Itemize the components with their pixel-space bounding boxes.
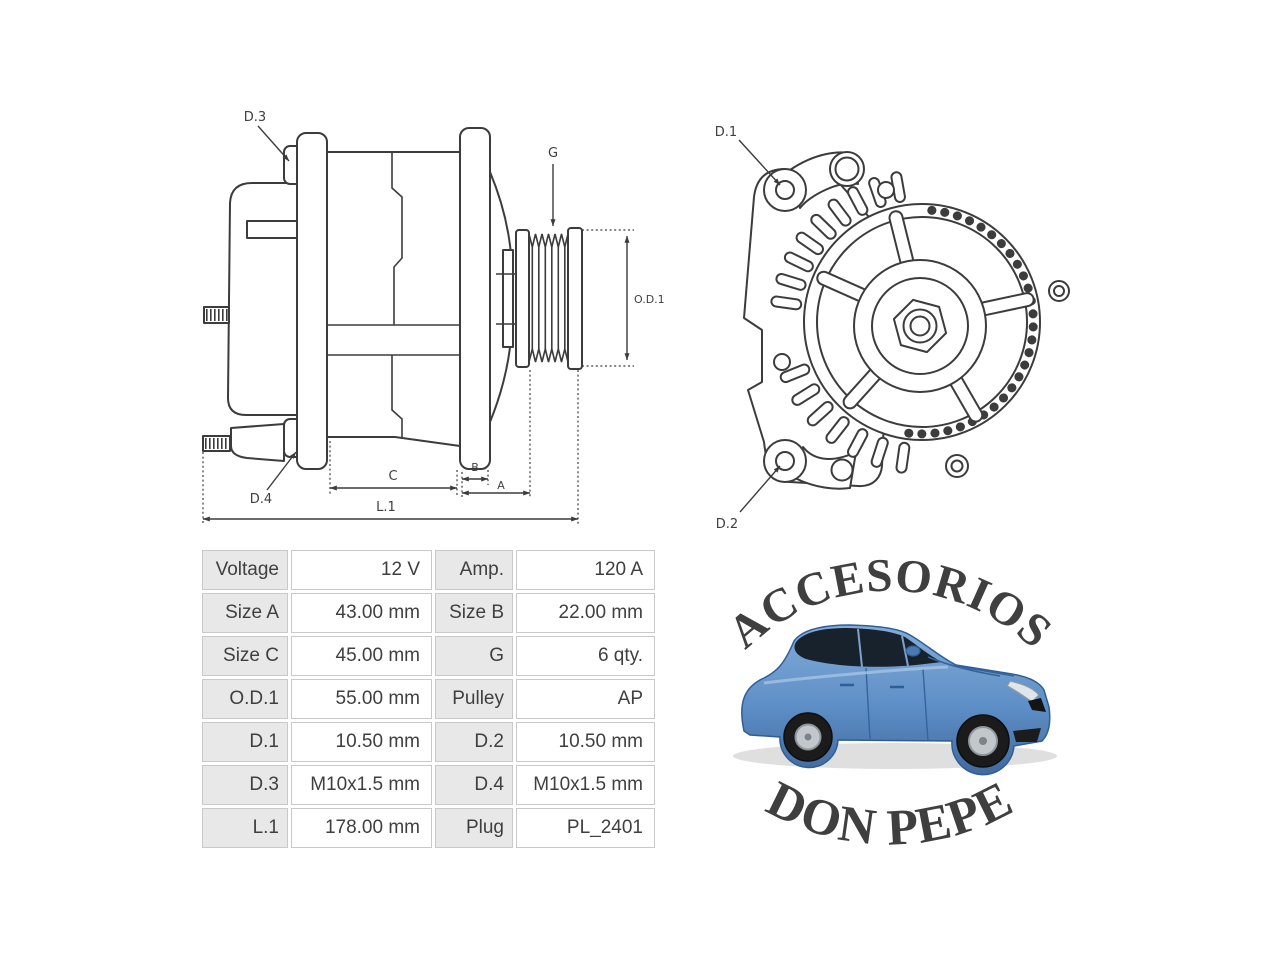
spec-value-cell: AP	[516, 679, 655, 719]
front-bracket	[296, 132, 328, 470]
alternator-side-view-diagram: G O.D.1 D.3 D.4 C B A L.1	[202, 110, 665, 524]
dim-label-a: A	[497, 479, 505, 492]
shoulder-highlight	[763, 665, 949, 685]
spec-value-cell: 22.00 mm	[516, 593, 655, 633]
dimension-od1: O.D.1	[582, 229, 665, 367]
spec-label-cell: Size A	[202, 593, 288, 633]
spec-value-cell: 12 V	[291, 550, 432, 590]
spec-table: Voltage 12 V Amp. 120 A Size A 43.00 mm …	[202, 550, 655, 848]
rib-beads	[894, 205, 1038, 439]
spec-label-cell: L.1	[202, 808, 288, 848]
dimension-g: G	[548, 146, 558, 227]
spec-value-cell: 10.50 mm	[291, 722, 432, 762]
dim-label-od1: O.D.1	[634, 293, 665, 306]
brand-arc-bottom-text: DON PEPE	[758, 771, 1021, 857]
car-photo	[733, 624, 1057, 776]
spec-value-cell: 55.00 mm	[291, 679, 432, 719]
spec-value-cell: PL_2401	[516, 808, 655, 848]
spec-label-cell: D.4	[435, 765, 513, 805]
side-mirror	[905, 645, 921, 657]
brand-arc-bottom: DON PEPE	[758, 771, 1022, 857]
rear-bracket	[459, 127, 491, 470]
spec-label-cell: Pulley	[435, 679, 513, 719]
spec-label-cell: G	[435, 636, 513, 676]
dim-label-c: C	[388, 469, 397, 484]
spec-label-cell: D.1	[202, 722, 288, 762]
brand-logo: ACCESORIOS DON PEPE	[719, 549, 1061, 857]
alternator-front-view-diagram: D.1 D.2	[715, 125, 1070, 532]
hood-creases	[927, 656, 1015, 677]
spec-label-cell: Voltage	[202, 550, 288, 590]
spec-value-cell: M10x1.5 mm	[291, 765, 432, 805]
drive-end-face	[816, 210, 1035, 423]
spec-value-cell: 45.00 mm	[291, 636, 432, 676]
vent-slots-upper	[770, 171, 906, 311]
car-pillars	[857, 628, 909, 668]
bottom-dimensions: C B A L.1	[202, 370, 579, 524]
vent-slots-lower	[779, 363, 911, 474]
rear-cover	[202, 182, 301, 462]
terminal-stud	[203, 306, 230, 324]
spec-label-cell: Size B	[435, 593, 513, 633]
dim-label-d4: D.4	[250, 492, 272, 507]
dim-label-d2: D.2	[716, 517, 738, 532]
dimension-d4: D.4	[250, 451, 297, 507]
spec-label-cell: Amp.	[435, 550, 513, 590]
car-glass	[794, 628, 942, 667]
door-handles	[840, 683, 904, 689]
dimension-d2: D.2	[716, 465, 781, 532]
spec-label-cell: D.3	[202, 765, 288, 805]
dim-label-b: B	[471, 461, 479, 474]
spec-value-cell: 178.00 mm	[291, 808, 432, 848]
dim-label-d1: D.1	[715, 125, 737, 140]
bumper-intake	[1013, 728, 1041, 742]
dimension-d1: D.1	[715, 125, 781, 186]
dimension-d3: D.3	[244, 110, 290, 162]
spec-label-cell: Plug	[435, 808, 513, 848]
dim-label-g: G	[548, 146, 558, 161]
spec-value-cell: 6 qty.	[516, 636, 655, 676]
shaft	[502, 249, 514, 348]
dim-label-l1: L.1	[376, 500, 396, 515]
spec-value-cell: 10.50 mm	[516, 722, 655, 762]
grille	[1028, 698, 1046, 712]
alternator-body	[296, 127, 520, 470]
spec-label-cell: O.D.1	[202, 679, 288, 719]
connector-boss	[230, 423, 285, 462]
spec-value-cell: 120 A	[516, 550, 655, 590]
pulley	[515, 227, 583, 370]
spec-label-cell: Size C	[202, 636, 288, 676]
door-lines	[865, 667, 929, 742]
spec-value-cell: M10x1.5 mm	[516, 765, 655, 805]
spec-label-cell: D.2	[435, 722, 513, 762]
dim-label-d3: D.3	[244, 110, 266, 125]
spec-value-cell: 43.00 mm	[291, 593, 432, 633]
